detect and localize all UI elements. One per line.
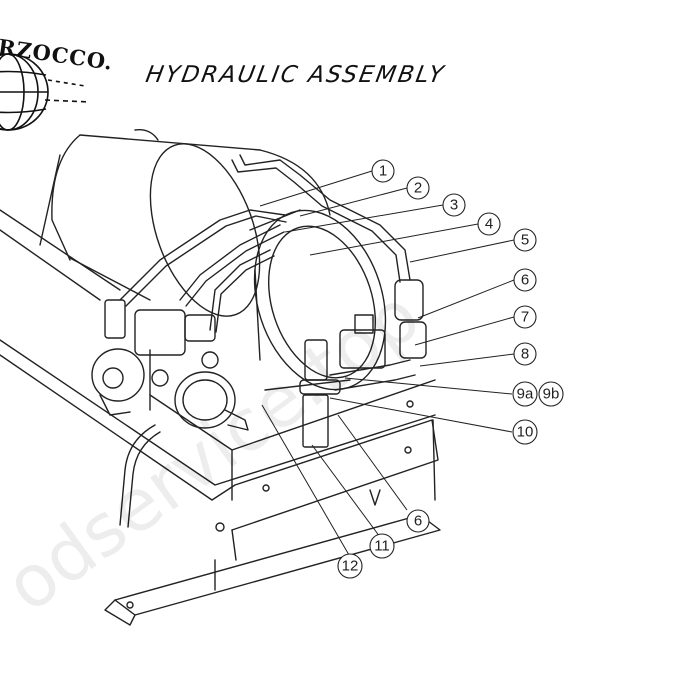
svg-text:8: 8 <box>521 346 529 363</box>
callout-8: 8 <box>513 342 537 366</box>
clamp-ring <box>174 371 249 431</box>
brand-logo <box>0 53 91 131</box>
boiler-tank <box>0 129 331 317</box>
chassis-frame <box>0 339 441 626</box>
svg-text:5: 5 <box>521 232 529 249</box>
svg-text:1: 1 <box>379 163 387 180</box>
svg-text:9a: 9a <box>517 386 534 403</box>
callout-1: 1 <box>371 159 395 183</box>
callout-4: 4 <box>477 212 501 236</box>
svg-text:6: 6 <box>521 272 529 289</box>
callout-9a: 9a <box>512 381 538 407</box>
callout-9b: 9b <box>538 381 564 407</box>
solenoid-valve <box>299 279 427 448</box>
callout-12: 12 <box>337 553 363 579</box>
svg-text:6: 6 <box>414 513 422 530</box>
svg-text:10: 10 <box>517 424 534 441</box>
svg-text:4: 4 <box>485 216 493 233</box>
callout-6: 6 <box>513 268 537 292</box>
svg-text:3: 3 <box>450 197 458 214</box>
svg-text:2: 2 <box>414 180 422 197</box>
callout-10: 10 <box>512 419 538 445</box>
callout-6-lower: 6 <box>406 509 430 533</box>
callout-7: 7 <box>513 305 537 329</box>
svg-text:7: 7 <box>521 309 529 326</box>
callout-3: 3 <box>442 193 466 217</box>
valve-block <box>91 299 219 416</box>
callout-5: 5 <box>513 228 537 252</box>
svg-text:11: 11 <box>374 538 390 555</box>
svg-text:9b: 9b <box>543 386 560 403</box>
callout-2: 2 <box>406 176 430 200</box>
svg-text:12: 12 <box>342 558 359 575</box>
leader-lines <box>259 170 515 556</box>
piping <box>119 154 411 528</box>
callout-11: 11 <box>369 533 395 559</box>
